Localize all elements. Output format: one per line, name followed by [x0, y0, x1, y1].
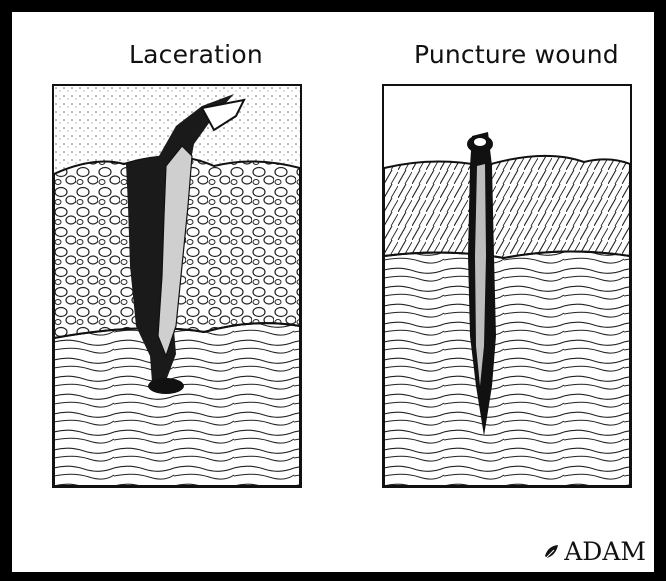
illustration-frame: Laceration — [12, 12, 654, 572]
puncture-wound-title: Puncture wound — [414, 40, 619, 69]
laceration-illustration — [52, 84, 302, 488]
puncture-wound-illustration — [382, 84, 632, 488]
puncture-wound-drawing — [384, 86, 630, 486]
adam-logo-text: ADAM — [564, 537, 646, 566]
laceration-drawing — [54, 86, 300, 486]
adam-logo: ADAM — [542, 537, 646, 566]
laceration-title: Laceration — [129, 40, 263, 69]
adam-leaf-icon — [542, 542, 562, 562]
